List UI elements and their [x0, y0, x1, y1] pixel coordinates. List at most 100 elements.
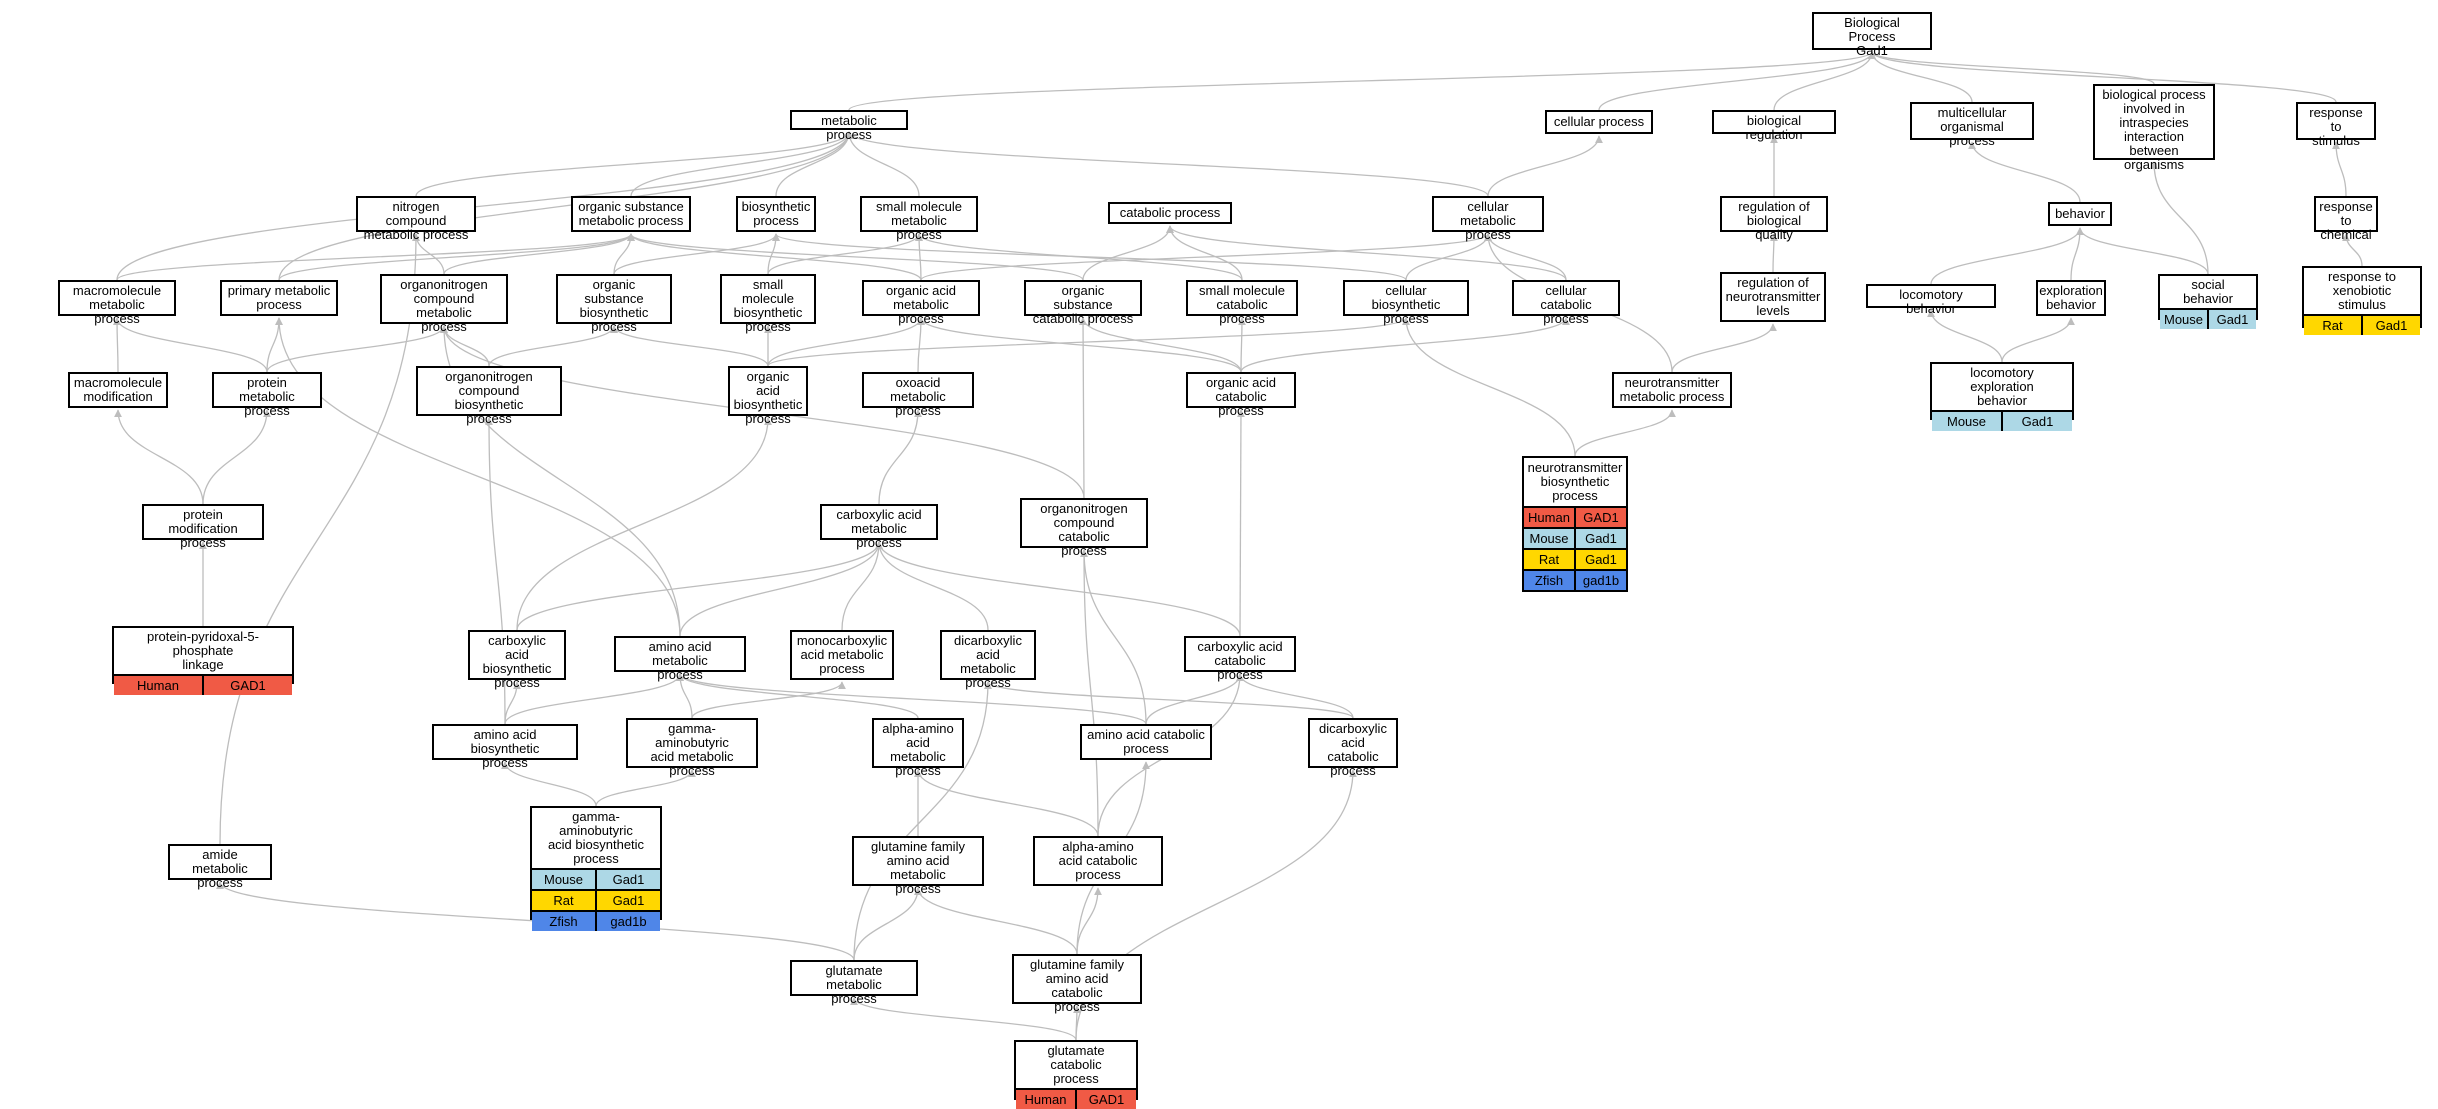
edge-carbcat-to-orgacidcat	[1236, 409, 1245, 637]
node-dicarb[interactable]: dicarboxylic acid metabolic process	[940, 630, 1036, 690]
node-interspecies[interactable]: biological process involved in intraspec…	[2093, 84, 2215, 172]
node-carboxylic[interactable]: carboxylic acid metabolic process	[820, 504, 938, 550]
node-label: small molecule biosynthetic process	[733, 277, 803, 334]
node-label: dicarboxylic acid catabolic process	[1319, 721, 1387, 778]
node-bioreg[interactable]: biological regulation	[1712, 110, 1836, 142]
edge-behavior-to-multicell	[1968, 141, 2081, 203]
node-gaba[interactable]: gamma-aminobutyric acid metabolic proces…	[626, 718, 758, 778]
node-alphaaa[interactable]: alpha-amino acid metabolic process	[872, 718, 964, 778]
edge-orgsubcat-to-catabolic	[1082, 225, 1174, 281]
node-monocarb[interactable]: monocarboxylic acid metabolic process	[790, 630, 894, 680]
node-macromod[interactable]: macromolecule modification	[68, 372, 168, 408]
node-label: small molecule metabolic process	[876, 199, 962, 242]
node-macromol[interactable]: macromolecule metabolic process	[58, 280, 176, 326]
node-orgnitrocat[interactable]: organonitrogen compound catabolic proces…	[1020, 498, 1148, 558]
node-smallmolbio[interactable]: small molecule biosynthetic process	[720, 274, 816, 334]
node-oxoacid[interactable]: oxoacid metabolic process	[862, 372, 974, 418]
node-orgsubbio[interactable]: organic substance biosynthetic process	[556, 274, 672, 334]
node-orgnitrobio[interactable]: organonitrogen compound biosynthetic pro…	[416, 366, 562, 426]
edge-alphacat-to-alphaaa	[914, 769, 1099, 837]
edge-nitrogen-to-metabolic	[415, 131, 853, 197]
edge-macromol-to-orgsub	[116, 233, 635, 281]
node-label: Biological Process Gad1	[1844, 15, 1900, 58]
node-exploration[interactable]: exploration behavior	[2036, 280, 2106, 316]
edge-locoexpl-to-exploration	[2001, 317, 2075, 363]
node-label: biological regulation	[1745, 113, 1803, 142]
node-aacat[interactable]: amino acid catabolic process	[1080, 724, 1212, 760]
node-aamet[interactable]: amino acid metabolic process	[614, 636, 746, 682]
edge-orgacidcat-to-orgacid	[917, 317, 1242, 373]
node-label: response to stimulus	[2309, 105, 2363, 148]
node-behavior[interactable]: behavior	[2048, 202, 2112, 226]
node-label: cellular biosynthetic process	[1371, 283, 1441, 326]
node-cellmet[interactable]: cellular metabolic process	[1432, 196, 1544, 242]
node-neurometab[interactable]: neurotransmitter metabolic process	[1612, 372, 1732, 408]
node-orgsubcat[interactable]: organic substance catabolic process	[1024, 280, 1142, 326]
node-label: alpha-amino acid metabolic process	[882, 721, 954, 778]
node-locomotory[interactable]: locomotory behavior	[1866, 284, 1996, 316]
node-primary[interactable]: primary metabolic process	[220, 280, 338, 316]
edge-metabolic-to-bp	[848, 51, 1876, 111]
node-smallmol[interactable]: small molecule metabolic process	[860, 196, 978, 242]
node-regbioq[interactable]: regulation of biological quality	[1720, 196, 1828, 242]
node-gababio[interactable]: gamma-aminobutyric acid biosynthetic pro…	[530, 806, 662, 931]
node-regneuro[interactable]: regulation of neurotransmitter levels	[1720, 272, 1826, 322]
node-nitrogen[interactable]: nitrogen compound metabolic process	[356, 196, 476, 242]
node-label: regulation of neurotransmitter levels	[1725, 275, 1821, 318]
node-glncat[interactable]: glutamine family amino acid catabolic pr…	[1012, 954, 1142, 1014]
node-biosyn[interactable]: biosynthetic process	[736, 196, 816, 232]
edge-alphacat-to-orgnitrocat	[1080, 549, 1099, 837]
edge-orgacidbio-to-cellbio	[767, 317, 1410, 367]
node-glnmet[interactable]: glutamine family amino acid metabolic pr…	[852, 836, 984, 896]
node-orgnitro[interactable]: organonitrogen compound metabolic proces…	[380, 274, 508, 334]
species-label: Rat	[2322, 318, 2343, 333]
node-label: carboxylic acid metabolic process	[836, 507, 922, 550]
node-label: dicarboxylic acid metabolic process	[954, 633, 1022, 690]
edge-social-to-interspecies	[2150, 161, 2209, 275]
node-orgacidcat[interactable]: organic acid catabolic process	[1186, 372, 1296, 418]
node-protmet[interactable]: protein metabolic process	[212, 372, 322, 418]
node-orgacidbio[interactable]: organic acid biosynthetic process	[728, 366, 808, 426]
node-smallmolcat[interactable]: small molecule catabolic process	[1186, 280, 1298, 326]
node-orgacid[interactable]: organic acid metabolic process	[862, 280, 980, 326]
node-metabolic[interactable]: metabolic process	[790, 110, 908, 142]
edge-xeno-to-chemical	[2342, 233, 2363, 267]
edge-gababio-to-aabio	[501, 761, 597, 807]
node-aabio[interactable]: amino acid biosynthetic process	[432, 724, 578, 770]
node-chemical[interactable]: response to chemical	[2314, 196, 2378, 242]
node-multicell[interactable]: multicellular organismal process	[1910, 102, 2034, 148]
node-cellular[interactable]: cellular process	[1545, 110, 1653, 134]
node-label: locomotory behavior	[1899, 287, 1963, 316]
node-dicarbcat[interactable]: dicarboxylic acid catabolic process	[1308, 718, 1398, 778]
edge-orgacidcat-to-orgsubcat	[1079, 317, 1242, 373]
node-amide[interactable]: amide metabolic process	[168, 844, 272, 890]
node-catabolic[interactable]: catabolic process	[1108, 202, 1232, 224]
node-cellcat[interactable]: cellular catabolic process	[1512, 280, 1620, 326]
node-orgsub[interactable]: organic substance metabolic process	[571, 196, 691, 232]
gene-label: Gad1	[595, 891, 660, 910]
node-glumet[interactable]: glutamate metabolic process	[790, 960, 918, 1006]
node-alphacat[interactable]: alpha-amino acid catabolic process	[1033, 836, 1163, 886]
node-cellbio[interactable]: cellular biosynthetic process	[1343, 280, 1469, 326]
node-protmod[interactable]: protein modification process	[142, 504, 264, 550]
node-bp[interactable]: Biological Process Gad1	[1812, 12, 1932, 58]
edge-locomotory-to-behavior	[1930, 227, 2084, 285]
node-carbcat[interactable]: carboxylic acid catabolic process	[1184, 636, 1296, 682]
node-carbbio[interactable]: carboxylic acid biosynthetic process	[468, 630, 566, 690]
node-label: amino acid biosynthetic process	[470, 727, 540, 770]
node-stimulus[interactable]: response to stimulus	[2296, 102, 2376, 148]
